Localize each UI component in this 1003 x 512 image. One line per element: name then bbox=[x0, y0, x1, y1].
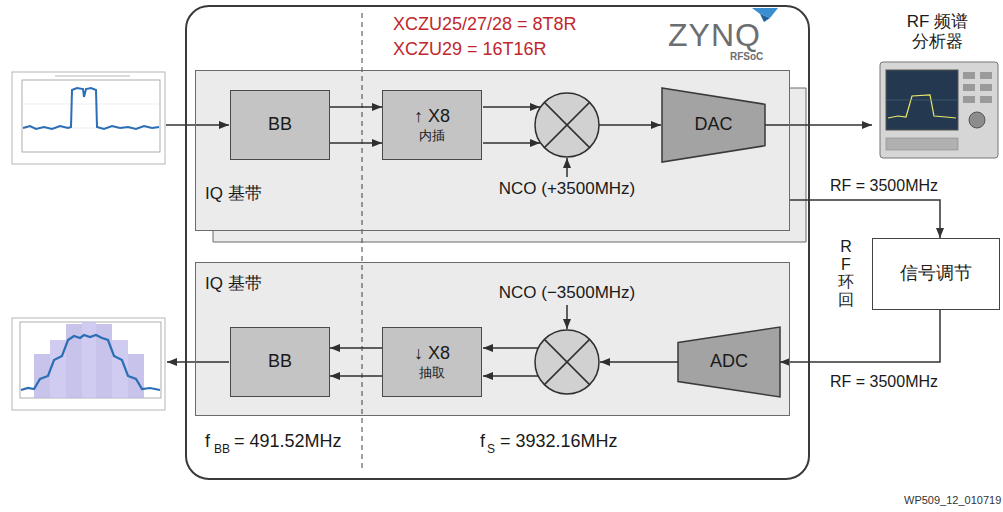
analyzer-grid bbox=[886, 100, 958, 101]
device-note: XCZU25/27/28 = 8T8R bbox=[393, 14, 577, 36]
logo-text: ZYNQ bbox=[668, 16, 761, 54]
analyzer-key bbox=[980, 96, 992, 103]
logo-subtext: RFSoC bbox=[730, 51, 763, 63]
frequency-symbol: f bbox=[480, 431, 485, 453]
spectrum-trace bbox=[23, 88, 159, 129]
frequency-subscript: BB bbox=[214, 442, 230, 456]
nco-label: NCO (−3500MHz) bbox=[499, 283, 636, 303]
spectrum-plot-frame bbox=[12, 72, 165, 164]
signal-connector bbox=[790, 200, 940, 238]
block-label: ADC bbox=[710, 351, 748, 373]
spectrum-plot-axes bbox=[22, 80, 160, 152]
analyzer-key bbox=[963, 84, 975, 91]
rf-frequency: RF = 3500MHz bbox=[830, 372, 938, 391]
instrument-title: RF 频谱 分析器 bbox=[899, 12, 977, 53]
frequency-value: = 3932.16MHz bbox=[500, 431, 618, 453]
baseband-box: BB bbox=[230, 90, 330, 160]
device-note: XCZU29 = 16T16R bbox=[393, 39, 547, 61]
block-sublabel: 内插 bbox=[419, 128, 445, 144]
dac-block-shape bbox=[662, 88, 765, 162]
block-label: BB bbox=[268, 351, 292, 373]
rf-frequency: RF = 3500MHz bbox=[830, 176, 938, 195]
spectrum-plot-grid bbox=[22, 104, 160, 105]
logo-swoosh bbox=[760, 14, 770, 22]
spectrum-plot-axes bbox=[20, 322, 161, 398]
panel-title: IQ 基带 bbox=[205, 184, 262, 204]
signal-connector bbox=[780, 310, 940, 362]
analyzer-key bbox=[963, 96, 975, 103]
interpolator-box: ↑ X8内插 bbox=[382, 90, 482, 160]
analyzer-trace bbox=[888, 95, 956, 118]
analyzer-key bbox=[980, 72, 992, 79]
analyzer-body bbox=[880, 62, 998, 158]
frequency-value: = 491.52MHz bbox=[234, 431, 342, 453]
adc-block: ADC bbox=[678, 327, 780, 397]
tx-channel-panel: IQ 基带 NCO (+3500MHz) BB ↑ X8内插 DAC bbox=[195, 70, 790, 231]
frequency-subscript: S bbox=[487, 442, 495, 456]
block-label: ↓ X8 bbox=[414, 343, 450, 365]
decimator-box: ↓ X8抽取 bbox=[382, 327, 482, 397]
analyzer-screen bbox=[886, 70, 958, 130]
rfsoc-chip: XCZU25/27/28 = 8T8R XCZU29 = 16T16R ZYNQRF… bbox=[185, 5, 810, 480]
block-label: DAC bbox=[694, 114, 732, 136]
panel-title: IQ 基带 bbox=[205, 274, 262, 294]
frequency-symbol: f bbox=[205, 431, 210, 453]
adc-block-shape bbox=[678, 327, 780, 397]
loopback-label: RF 环回 bbox=[838, 238, 854, 308]
analyzer-knob bbox=[969, 112, 985, 128]
analyzer-key bbox=[963, 72, 975, 79]
figure-id: WP509_12_010719 bbox=[904, 494, 1001, 507]
nco-label: NCO (+3500MHz) bbox=[499, 179, 636, 199]
baseband-box: BB bbox=[230, 327, 330, 397]
spectrum-analyzer: RF 频谱 分析器 bbox=[872, 12, 1003, 162]
spectrum-plot-frame bbox=[12, 318, 165, 410]
spectrum-plot-title bbox=[55, 75, 130, 77]
analyzer-key bbox=[980, 84, 992, 91]
block-label: 信号调节 bbox=[900, 263, 972, 285]
channel-band bbox=[82, 322, 96, 398]
spectrum-trace bbox=[21, 335, 160, 390]
block-label: ↑ X8 bbox=[414, 106, 450, 128]
rx-channel-panel: IQ 基带 NCO (−3500MHz) BB ↓ X8抽取 ADC bbox=[195, 262, 790, 416]
block-sublabel: 抽取 bbox=[419, 365, 445, 381]
signal-conditioning-box: 信号调节 bbox=[872, 238, 1000, 310]
analyzer-keys-row bbox=[886, 138, 958, 150]
dac-block: DAC bbox=[662, 88, 765, 162]
block-label: BB bbox=[268, 114, 292, 136]
